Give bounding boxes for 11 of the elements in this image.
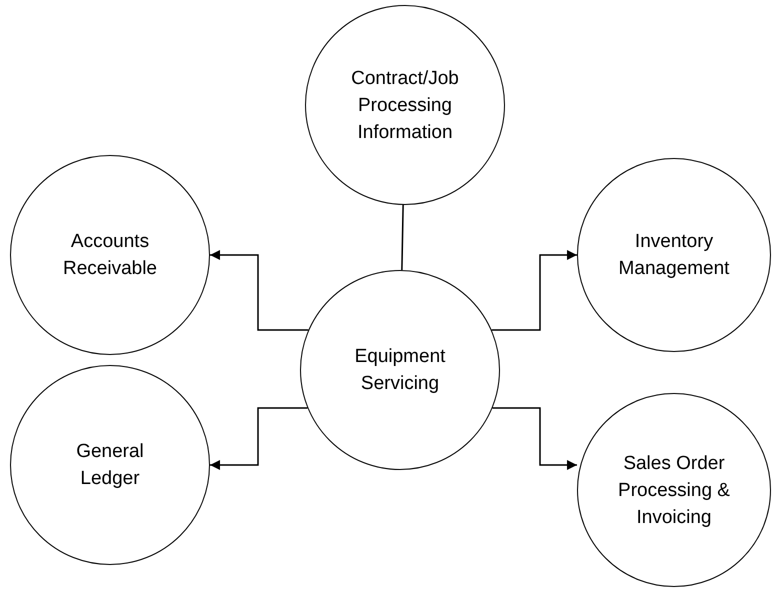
node-label: Equipment Servicing (354, 345, 446, 396)
node-label: Accounts Receivable (62, 230, 158, 281)
arrow (210, 407, 308, 470)
arrow (492, 407, 577, 470)
node-label: Contract/Job Processing Information (350, 66, 460, 144)
connector-line (401, 204, 404, 270)
node-label: Inventory Management (618, 230, 730, 281)
node-label: Sales Order Processing & Invoicing (617, 452, 731, 530)
arrow (492, 250, 577, 331)
node-label: General Ledger (75, 440, 145, 491)
arrow (210, 250, 308, 331)
